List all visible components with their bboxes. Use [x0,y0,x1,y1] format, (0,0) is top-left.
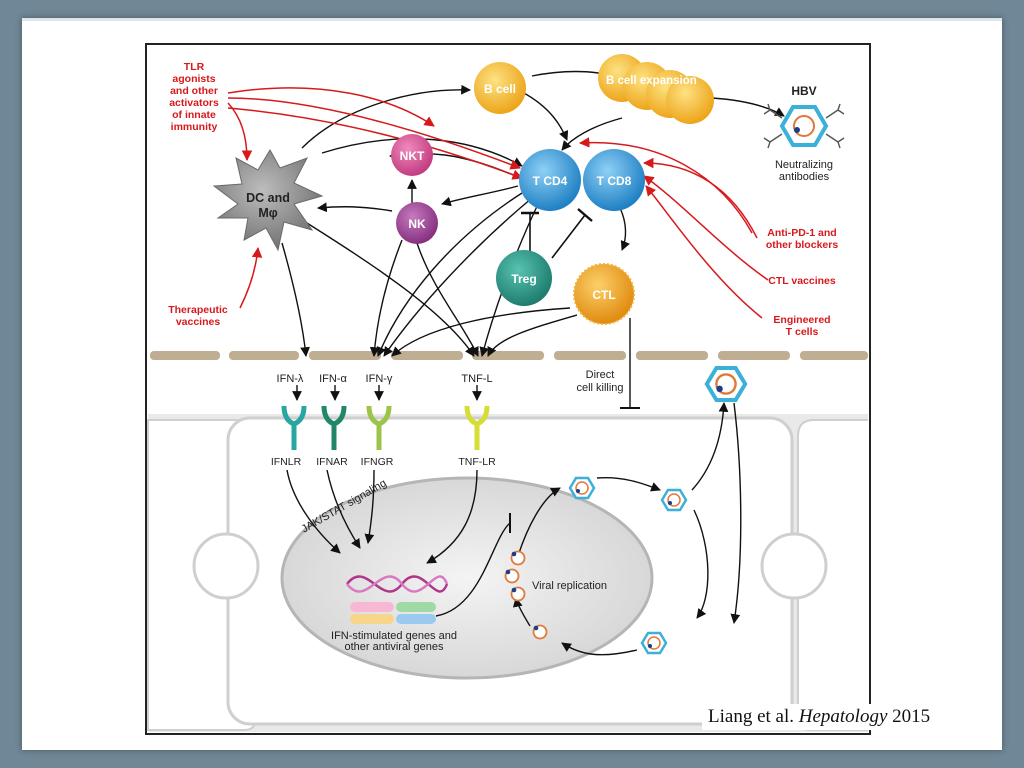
cytokine-ifn-gamma: IFN-γ [366,373,393,385]
sinusoid-membrane [150,351,868,360]
receptor-tnflr [464,405,490,450]
bcell-expansion-label: B cell expansion [606,75,697,87]
tcd8-cell: T CD8 [583,149,645,211]
receptor-ifngr [366,405,392,450]
citation-year: 2015 [892,706,931,727]
tcd8-label: T CD8 [597,174,632,188]
dna-helix [346,575,449,593]
tlr-line-4: activators [169,97,219,109]
bile-canaliculus-right [760,532,828,600]
receptor-ifnlr [281,405,307,450]
hbv-caption-1: Neutralizing [775,159,833,171]
bile-canaliculus-left [192,532,260,600]
engineered-label-1: Engineered [773,314,830,326]
interaction-arrows [281,68,785,656]
immune-diagram: B cell expansion HBV Neutralizing antibo… [145,43,871,735]
bcell-expansion: B cell expansion [598,54,714,124]
ctl-vaccines-label: CTL vaccines [768,275,836,287]
tcd4-label: T CD4 [533,174,568,188]
nkt-label: NKT [400,149,425,163]
treg-label: Treg [511,272,536,286]
viral-replication-label: Viral replication [532,580,607,592]
ctl-cell: CTL [573,263,635,325]
hbv-title: HBV [791,84,816,98]
nk-label: NK [408,217,426,231]
therapy-arrows [227,87,769,319]
tlr-line-6: immunity [171,121,218,133]
tlr-label: TLR agonists and other activators of inn… [169,61,219,133]
treg-cell: Treg [496,250,552,306]
nk-cell: NK [396,202,438,244]
nkt-cell: NKT [391,134,433,176]
receptor-label-ifnlr: IFNLR [271,456,302,468]
receptor-label-ifngr: IFNGR [361,456,394,468]
tlr-line-3: and other [170,85,218,97]
receptor-label-ifnar: IFNAR [316,456,348,468]
dc-label-2: Mφ [258,206,277,220]
hbv-neutralized [763,103,845,149]
genes-label-1: IFN-stimulated genes and [331,630,457,642]
nucleus [280,476,654,680]
cytokine-tnf-l: TNF-L [461,373,492,385]
dc-label-1: DC and [246,191,290,205]
bcell-label: B cell [484,82,516,96]
cytokine-ifn-lambda: IFN-λ [277,373,304,385]
ctl-label: CTL [592,288,615,302]
direct-killing-2: cell killing [576,382,623,394]
citation-authors: Liang et al. [708,706,794,727]
tcd4-cell: T CD4 [519,149,581,211]
engineered-label-2: T cells [786,326,819,338]
antipd1-label-1: Anti-PD-1 and [767,227,836,239]
genes-label-2: other antiviral genes [344,641,444,653]
bcell: B cell [474,62,526,114]
tlr-line-2: agonists [172,73,215,85]
dc-macrophage: DC and Mφ [212,149,324,252]
cytokine-ifn-alpha: IFN-α [319,373,347,385]
therapeutic-label-2: vaccines [176,316,221,328]
antiviral-genes [350,602,436,624]
slide-top-line [22,18,1002,21]
slide: B cell expansion HBV Neutralizing antibo… [22,18,1002,750]
citation-journal: Hepatology [798,706,888,727]
receptor-ifnar [321,405,347,450]
released-virion [707,368,745,400]
therapeutic-label-1: Therapeutic [168,304,228,316]
citation: Liang et al. Hepatology 2015 [702,704,937,730]
hbv-caption-2: antibodies [779,171,830,183]
tlr-line-5: of innate [172,109,216,121]
treg-inhibition [521,208,593,259]
antipd1-label-2: other blockers [766,239,839,251]
receptor-label-tnflr: TNF-LR [458,456,496,468]
tlr-line-1: TLR [184,61,205,73]
direct-killing-1: Direct [586,369,615,381]
